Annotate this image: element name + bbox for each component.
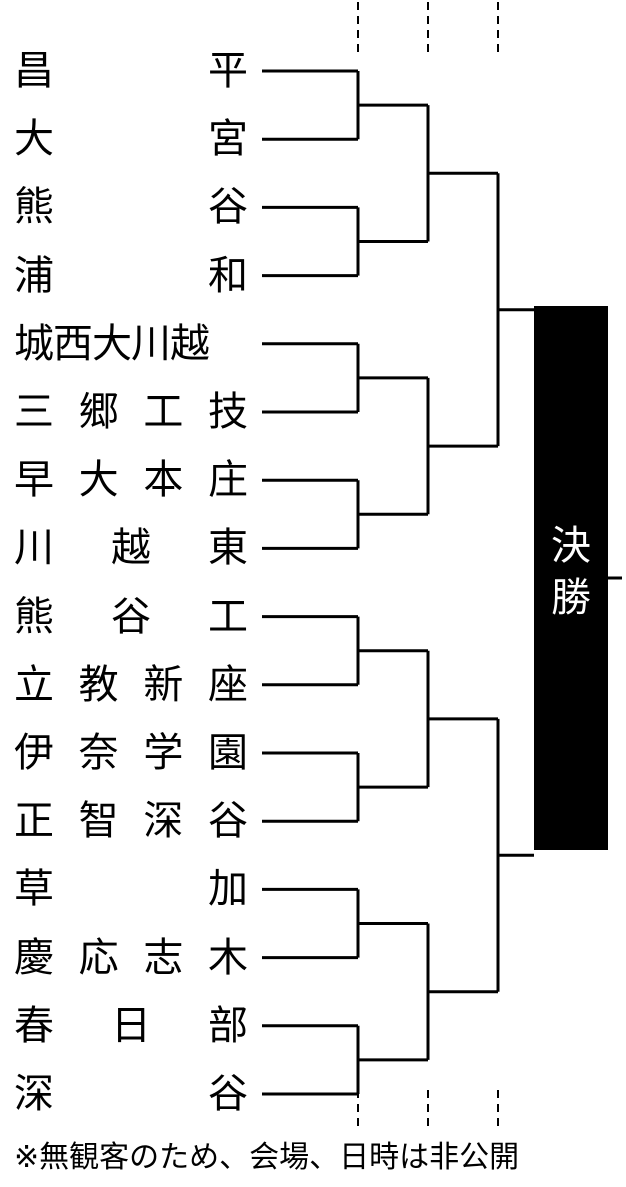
- team-name: 昌平: [14, 48, 248, 94]
- final-label: 決勝: [551, 523, 591, 621]
- team-name: 川越東: [14, 525, 248, 572]
- final-box: [534, 306, 608, 850]
- team-name: 大宮: [14, 116, 248, 163]
- team-name: 三郷工技: [14, 389, 248, 435]
- team-name: 草加: [14, 866, 248, 913]
- footnote: ※無観客のため、会場、日時は非公開: [14, 1140, 520, 1175]
- team-name: 深谷: [14, 1071, 248, 1117]
- team-name: 熊谷工: [14, 593, 248, 640]
- team-name: 熊谷: [14, 184, 248, 231]
- team-name: 伊奈学園: [14, 730, 248, 776]
- team-name: 慶応志木: [14, 934, 248, 981]
- team-name: 立教新座: [14, 661, 248, 708]
- team-name: 浦和: [14, 252, 248, 299]
- team-name: 正智深谷: [14, 798, 248, 845]
- team-name: 城西大川越: [14, 320, 210, 367]
- team-name: 早大本庄: [14, 457, 248, 504]
- team-name: 春日部: [14, 1002, 248, 1049]
